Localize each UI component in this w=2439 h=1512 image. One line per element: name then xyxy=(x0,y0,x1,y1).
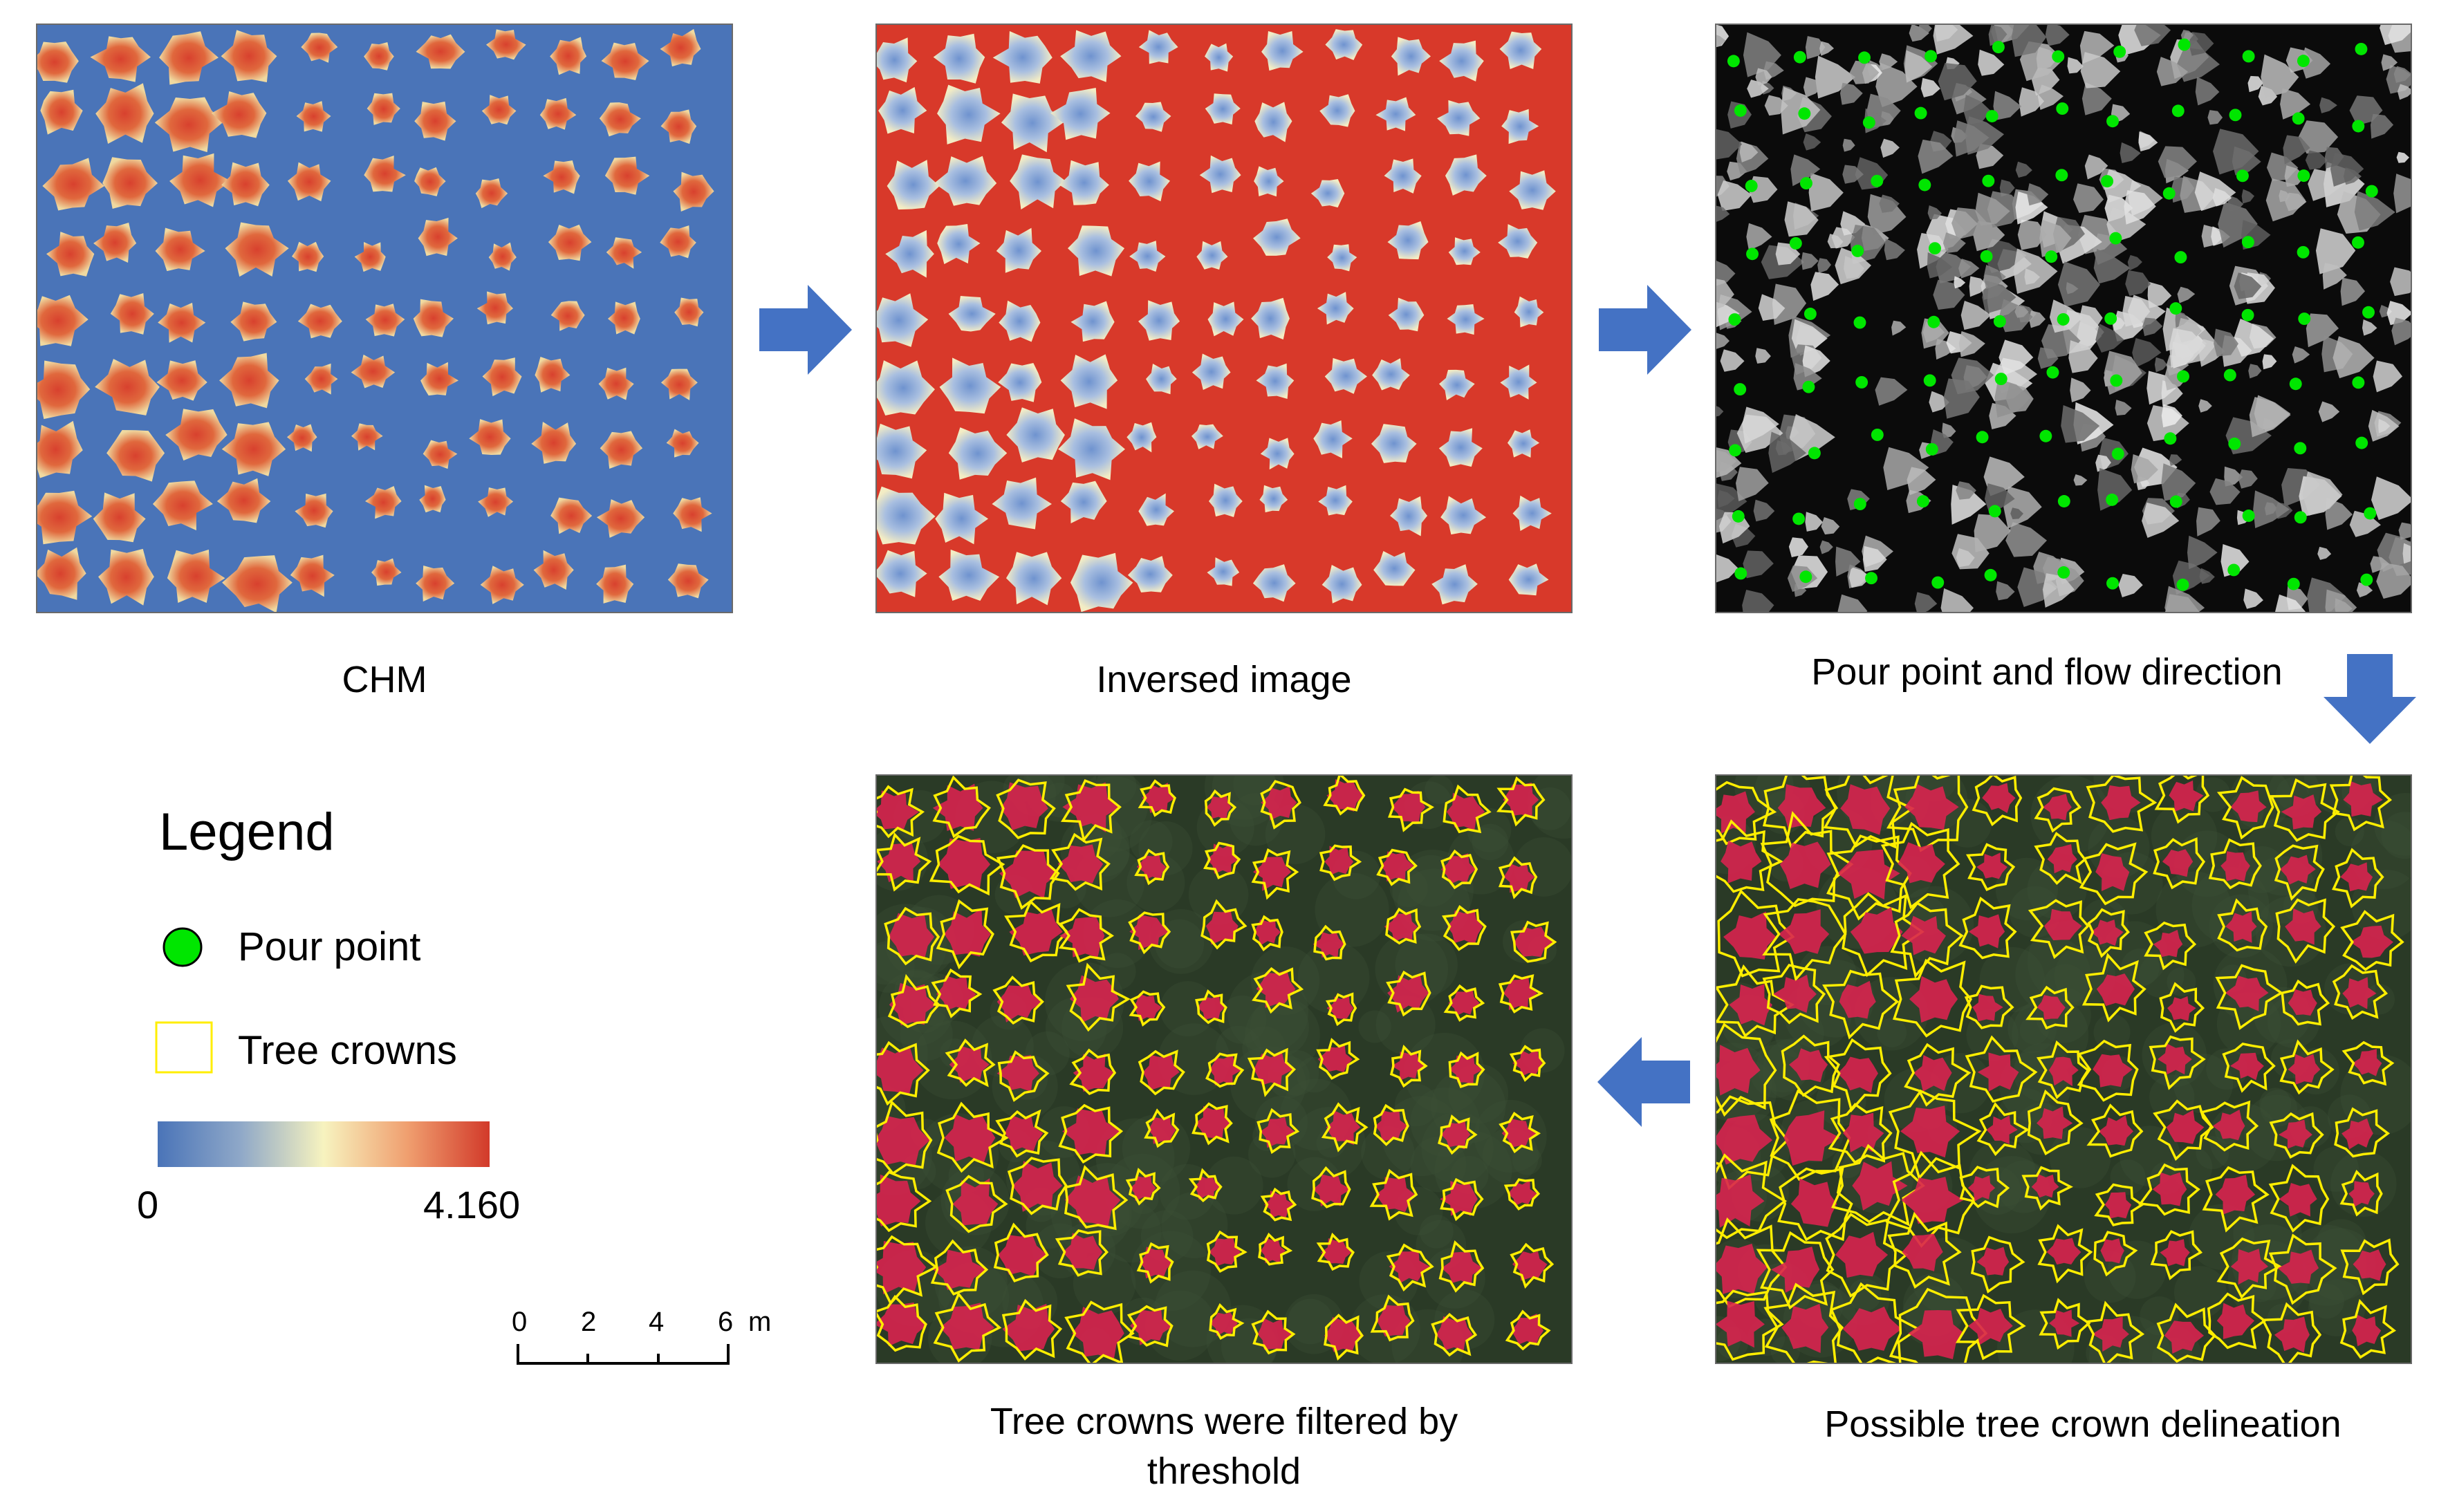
chm-panel xyxy=(36,24,733,613)
colorbar-max-label: 4.160 xyxy=(423,1183,521,1226)
possible-delineation-image xyxy=(1716,776,2411,1363)
filtered-caption-line2: threshold xyxy=(1147,1450,1301,1492)
arrow-left xyxy=(1597,1037,1690,1127)
scalebar-tick-4: 4 xyxy=(649,1307,665,1337)
scalebar xyxy=(517,1344,730,1365)
pour-point-caption: Pour point and flow direction xyxy=(1811,651,2283,693)
inversed-panel xyxy=(875,24,1573,613)
pour-point-panel xyxy=(1715,24,2412,613)
arrow-right-2 xyxy=(1599,285,1691,375)
arrow-down xyxy=(2324,654,2416,744)
scalebar-tick-0: 0 xyxy=(512,1307,528,1337)
pour-point-legend-icon xyxy=(163,927,203,967)
inversed-caption: Inversed image xyxy=(1096,659,1352,700)
filtered-crowns-caption: Tree crowns were filtered by threshold xyxy=(875,1397,1573,1496)
pour-point-image xyxy=(1716,25,2411,612)
arrow-right-1 xyxy=(759,285,852,375)
possible-delineation-panel xyxy=(1715,774,2412,1364)
filtered-crowns-image xyxy=(877,776,1571,1363)
inversed-image xyxy=(877,25,1571,612)
chm-caption: CHM xyxy=(342,659,427,700)
pour-point-legend-label: Pour point xyxy=(238,924,421,969)
tree-crowns-legend-label: Tree crowns xyxy=(238,1028,457,1073)
scalebar-tick-6: 6 xyxy=(718,1307,734,1337)
colorbar xyxy=(158,1121,490,1167)
colorbar-min-label: 0 xyxy=(137,1183,159,1226)
scalebar-tick-2: 2 xyxy=(581,1307,597,1337)
legend-title: Legend xyxy=(159,803,335,861)
possible-delineation-caption: Possible tree crown delineation xyxy=(1824,1403,2341,1445)
chm-image xyxy=(37,25,732,612)
filtered-caption-line1: Tree crowns were filtered by xyxy=(990,1401,1458,1442)
scalebar-unit: m xyxy=(748,1307,772,1337)
tree-crowns-legend-icon xyxy=(155,1021,213,1074)
filtered-crowns-panel xyxy=(875,774,1573,1364)
